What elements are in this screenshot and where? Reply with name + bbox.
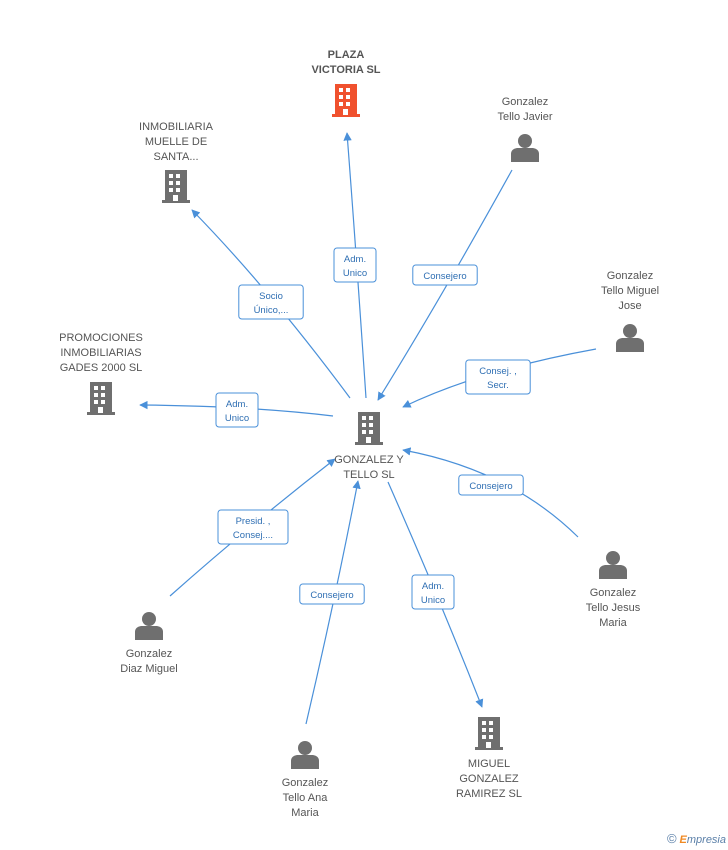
relation-label-text: Adm. <box>344 254 366 265</box>
building-icon <box>355 412 383 445</box>
person-icon <box>291 741 319 769</box>
relation-label-center-muelle[interactable]: SocioÚnico,... <box>238 284 304 320</box>
node-label-line: Diaz Miguel <box>120 663 177 675</box>
relation-label-box <box>217 509 289 545</box>
relation-label-text: Adm. <box>226 399 248 410</box>
node-label-line: Tello Miguel <box>601 285 659 297</box>
building-icon <box>332 84 360 117</box>
person-icon <box>616 324 644 352</box>
copyright-icon: © <box>666 831 677 846</box>
brand-initial: E <box>679 834 687 846</box>
relation-label-text: Unico <box>225 413 249 424</box>
relation-label-miguel_jose-center[interactable]: Consej. , Secr. <box>465 359 531 395</box>
node-label-line: Tello Ana <box>283 792 329 804</box>
relation-labels-layer: Adm.UnicoSocioÚnico,...Adm.UnicoConsejer… <box>215 247 531 610</box>
node-label-line: Jose <box>618 300 641 312</box>
relation-label-text: Socio <box>259 291 283 302</box>
node-muelle[interactable]: INMOBILIARIA MUELLE DE SANTA... <box>139 121 214 203</box>
building-icon <box>87 382 115 415</box>
relation-label-box <box>458 474 524 496</box>
node-label-line: Maria <box>599 617 627 629</box>
node-label-line: Gonzalez <box>282 777 328 789</box>
person-icon <box>511 134 539 162</box>
node-label-line: INMOBILIARIA <box>139 121 214 133</box>
relation-label-center-ramirez[interactable]: Adm. Unico <box>411 574 455 610</box>
relation-label-box <box>238 284 304 320</box>
relation-label-text: Único,... <box>254 305 289 316</box>
relation-label-text: Adm. <box>422 581 444 592</box>
nodes-layer: GONZALEZ Y TELLO SL PLAZA VICTORIA SL INMOBI… <box>59 49 659 819</box>
relation-label-box <box>412 264 478 286</box>
relation-label-box <box>299 583 365 605</box>
building-icon <box>162 170 190 203</box>
node-label-line: Gonzalez <box>502 96 548 108</box>
relation-label-center-plaza[interactable]: Adm. Unico <box>333 247 377 283</box>
node-label-line: PROMOCIONES <box>59 332 143 344</box>
relation-label-text: Consejero <box>469 481 512 492</box>
node-ramirez[interactable]: MIGUEL GONZALEZ RAMIREZ SL <box>456 717 522 800</box>
relation-label-javier-center[interactable]: Consejero <box>412 264 478 286</box>
relation-label-text: Consejero <box>310 590 353 601</box>
relation-label-box <box>333 247 377 283</box>
relation-label-jesus-center[interactable]: Consejero <box>458 474 524 496</box>
node-center[interactable]: GONZALEZ Y TELLO SL <box>334 412 404 481</box>
node-label-line: MIGUEL <box>468 758 510 770</box>
node-label-line: Gonzalez <box>126 648 172 660</box>
relation-label-text: Consej. , <box>479 366 517 377</box>
relation-label-text: Secr. <box>487 380 509 391</box>
relation-label-text: Unico <box>421 595 445 606</box>
node-label-line: PLAZA <box>328 49 365 61</box>
node-label-line: Gonzalez <box>590 587 636 599</box>
relation-label-text: Presid. , <box>236 516 271 527</box>
node-plaza[interactable]: PLAZA VICTORIA SL <box>311 49 381 117</box>
node-label-line: TELLO SL <box>343 469 394 481</box>
node-label-line: RAMIREZ SL <box>456 788 522 800</box>
node-label-line: Gonzalez <box>607 270 653 282</box>
node-label-line: INMOBILIARIAS <box>60 347 141 359</box>
relation-label-center-gades[interactable]: Adm. Unico <box>215 392 259 428</box>
relation-label-ana-center[interactable]: Consejero <box>299 583 365 605</box>
relation-label-diaz-center[interactable]: Presid. , Consej.... <box>217 509 289 545</box>
node-label-line: VICTORIA SL <box>311 64 380 76</box>
relation-label-box <box>465 359 531 395</box>
node-label-line: Maria <box>291 807 319 819</box>
node-label-line: Tello Javier <box>497 111 552 123</box>
relation-label-box <box>215 392 259 428</box>
node-label-line: GONZALEZ <box>459 773 519 785</box>
node-gades[interactable]: PROMOCIONES INMOBILIARIAS GADES 2000 SL <box>59 332 143 415</box>
node-label-line: MUELLE DE <box>145 136 207 148</box>
footer-brand[interactable]: ©Empresia <box>667 831 726 846</box>
node-label-line: Tello Jesus <box>586 602 641 614</box>
relation-label-text: Consej.... <box>233 530 273 541</box>
relation-label-box <box>411 574 455 610</box>
building-icon <box>475 717 503 750</box>
person-icon <box>599 551 627 579</box>
relation-label-text: Unico <box>343 268 367 279</box>
brand-name: mpresia <box>686 834 726 846</box>
person-icon <box>135 612 163 640</box>
node-label-line: GADES 2000 SL <box>60 362 143 374</box>
node-label-line: GONZALEZ Y <box>334 454 404 466</box>
edge-javier-center <box>377 169 513 401</box>
node-label-line: SANTA... <box>153 151 198 163</box>
relation-label-text: Consejero <box>423 271 466 282</box>
